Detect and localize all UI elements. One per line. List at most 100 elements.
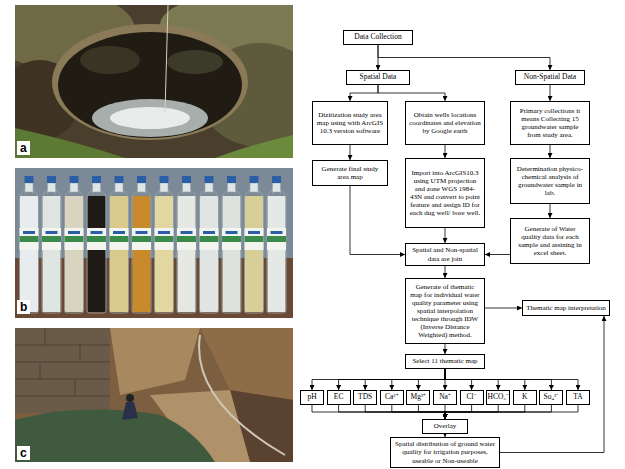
flow-arrow: [378, 85, 445, 101]
flow-arrow: [312, 369, 445, 390]
panel-letter: c: [17, 446, 30, 460]
flow-arrow: [339, 405, 445, 419]
flow-arrow: [365, 405, 445, 419]
parameter-box: EC: [327, 390, 351, 405]
process-box: Primary collections it means Collecting …: [510, 101, 590, 145]
well-sampling-photo: [15, 328, 293, 462]
flow-arrow: [485, 308, 522, 309]
box-text: HCO₃⁻: [487, 393, 508, 402]
process-box: Spatial distribution of ground water qua…: [390, 437, 500, 468]
rock-face: [110, 328, 200, 395]
process-box: Spatial Data: [346, 70, 410, 85]
flow-arrow: [418, 405, 445, 419]
process-box: Non-Spatial Data: [515, 70, 585, 85]
box-text: Ca²⁺: [385, 393, 399, 402]
box-text: TA: [573, 393, 582, 402]
panel-letter: b: [17, 300, 30, 314]
bottle: [222, 176, 241, 313]
box-text: EC: [334, 393, 344, 402]
bottle: [42, 176, 61, 313]
bottle: [109, 176, 128, 313]
box-text: Na⁺: [439, 393, 451, 402]
process-box: Import into ArcGIS10.3 using UTM project…: [405, 158, 485, 228]
box-text: Generate of thematic map for individual …: [409, 283, 481, 339]
masonry-wall: [15, 328, 110, 413]
flow-arrow: [445, 369, 578, 390]
process-box: Spatial and Non-spatial data are join: [405, 243, 485, 266]
process-box: Thematic map interpretation: [522, 300, 610, 316]
box-text: Mg²⁺: [411, 393, 427, 402]
bottle: [267, 176, 286, 313]
well-water: [15, 410, 215, 462]
box-text: Overlay: [434, 422, 457, 430]
box-text: Spatial distribution of ground water qua…: [394, 440, 496, 464]
box-text: Select 11 thematic map: [412, 357, 477, 365]
parameter-box: TA: [566, 390, 590, 405]
water-sample-bottles-photo: [15, 168, 293, 318]
parameter-box: pH: [300, 390, 324, 405]
flow-arrow: [550, 204, 551, 218]
water-glare: [110, 107, 190, 129]
box-text: Non-Spatial Data: [524, 73, 576, 82]
flow-arrow: [312, 405, 445, 419]
flow-arrow: [418, 369, 445, 390]
flow-arrow: [445, 344, 446, 354]
box-text: Obtain wells locations coordinates and e…: [409, 111, 481, 135]
process-box: Overlay: [422, 419, 468, 434]
flow-arrow: [445, 405, 578, 419]
bottle: [87, 176, 106, 313]
bottle: [199, 176, 218, 313]
flow-arrow: [445, 266, 446, 278]
bottle: [244, 176, 263, 313]
parameter-box: Cl⁻: [460, 390, 484, 405]
box-text: Thematic map interpretation: [526, 304, 606, 312]
box-text: Spatial and Non-spatial data are join: [409, 246, 481, 262]
bottle: [177, 176, 196, 313]
bottle: [154, 176, 173, 313]
parameter-box: TDS: [353, 390, 377, 405]
flow-arrow: [365, 369, 445, 390]
flow-arrow: [392, 405, 445, 419]
well-hole: [58, 32, 242, 138]
bottle: [64, 176, 83, 313]
bottle: [132, 176, 151, 313]
dug-well-photo: [15, 5, 293, 158]
flow-arrow: [500, 316, 604, 453]
box-text: Cl⁻: [467, 393, 477, 402]
process-box: Dizitization study area map using with A…: [312, 101, 388, 145]
bottle: [19, 176, 38, 313]
well-water: [92, 99, 208, 137]
box-text: Determination physico-chemical analysis …: [514, 165, 586, 197]
flow-arrow: [378, 45, 550, 70]
process-box: Select 11 thematic map: [405, 354, 485, 369]
box-text: Import into ArcGIS10.3 using UTM project…: [409, 169, 481, 217]
process-box: Determination physico-chemical analysis …: [510, 158, 590, 204]
person-head: [126, 394, 134, 402]
parameter-box: Na⁺: [433, 390, 457, 405]
flow-arrow: [350, 85, 378, 101]
parameter-box: HCO₃⁻: [486, 390, 510, 405]
photo-ground: [15, 328, 293, 462]
flow-arrow: [350, 145, 351, 160]
parameter-box: So₄²⁻: [539, 390, 563, 405]
box-text: pH: [307, 393, 316, 402]
process-box: Generate final study area map: [312, 160, 388, 186]
person-body: [122, 402, 138, 420]
box-text: Generate final study area map: [316, 165, 384, 181]
rock-face: [200, 328, 293, 400]
box-text: So₄²⁻: [543, 393, 559, 402]
process-box: Generate of thematic map for individual …: [405, 278, 485, 344]
parameter-box: Mg²⁺: [406, 390, 430, 405]
box-text: Dizitization study area map using with A…: [316, 111, 384, 135]
well-wall-stone: [167, 50, 223, 74]
flow-arrow: [550, 85, 551, 101]
flow-arrow: [445, 145, 446, 158]
parameter-box: Ca²⁺: [380, 390, 404, 405]
flow-arrow: [350, 186, 405, 255]
box-text: Generate of Water quality data for each …: [514, 225, 586, 257]
grass: [215, 135, 293, 158]
rope: [199, 335, 285, 455]
process-box: Obtain wells locations coordinates and e…: [405, 101, 485, 145]
process-box: Data Collection: [343, 30, 413, 45]
